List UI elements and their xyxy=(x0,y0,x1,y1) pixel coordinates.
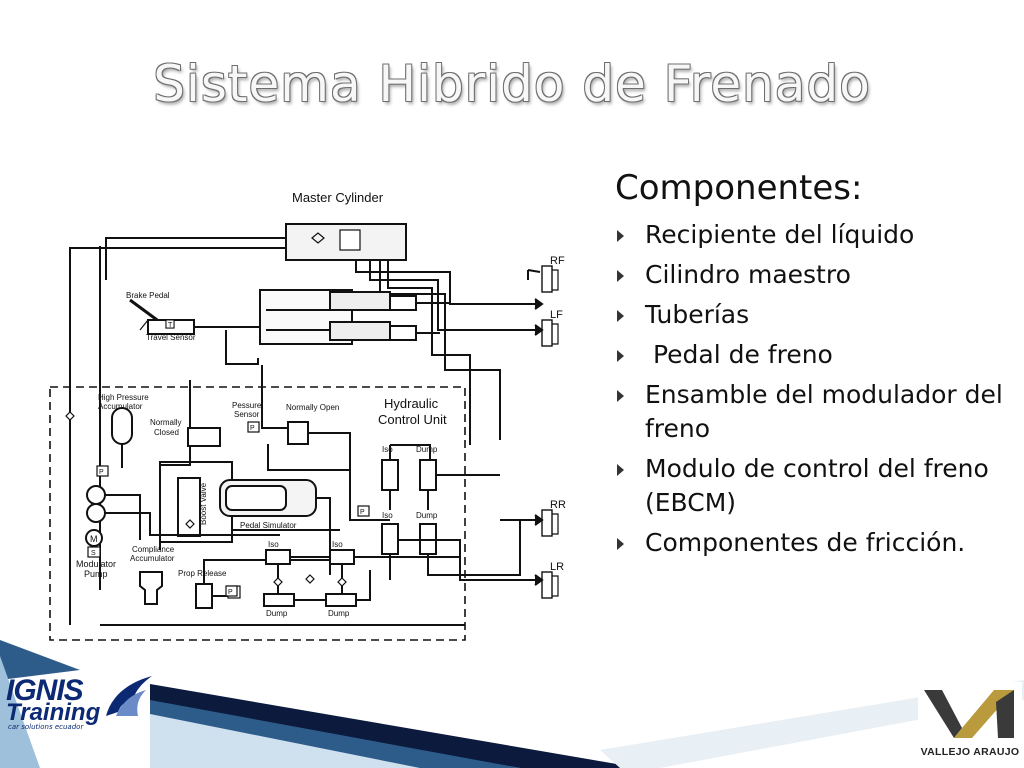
list-item: Tuberías xyxy=(615,298,1015,332)
list-item: Cilindro maestro xyxy=(615,258,1015,292)
brake-system-diagram: Master Cylinder Brake Pedal Travel Senso… xyxy=(49,190,566,641)
vallejo-araujo-text: VALLEJO ARAUJO xyxy=(920,746,1020,758)
label-motor-s: S xyxy=(91,550,96,557)
label-prop-release: Prop Release xyxy=(178,569,227,578)
vallejo-araujo-logo: VALLEJO ARAUJO xyxy=(918,680,1022,766)
label-iso-1: Iso xyxy=(382,445,393,454)
label-p-3: P xyxy=(360,509,365,516)
label-motor-m: M xyxy=(90,534,98,544)
label-rr: RR xyxy=(550,499,566,511)
label-lf: LF xyxy=(550,309,563,321)
va-monogram-icon xyxy=(918,682,1022,744)
label-dump-4: Dump xyxy=(328,609,350,618)
list-item: Recipiente del líquido xyxy=(615,218,1015,252)
bullet-arrow-icon xyxy=(617,270,624,282)
label-hydraulic: Hydraulic xyxy=(384,396,439,411)
label-lr: LR xyxy=(550,561,564,573)
bullet-arrow-icon xyxy=(617,310,624,322)
components-panel: Componentes: Recipiente del líquido Cili… xyxy=(615,168,1015,566)
components-heading: Componentes: xyxy=(615,168,863,208)
label-normally-open: Normally Open xyxy=(286,403,339,412)
list-item: Ensamble del modulador del freno xyxy=(615,378,1015,446)
label-travel-sensor-tag: T xyxy=(168,322,173,329)
label-travel-sensor: Travel Sensor xyxy=(146,333,196,342)
flame-swirl-icon xyxy=(106,676,152,716)
label-ca-2: Accumulator xyxy=(130,554,175,563)
list-item: Modulo de control del freno (EBCM) xyxy=(615,452,1015,520)
bullet-arrow-icon xyxy=(617,390,624,402)
label-boost-valve: Boost Valve xyxy=(199,482,208,525)
bullet-arrow-icon xyxy=(617,538,624,550)
logo-tagline: car solutions ecuador xyxy=(8,723,84,731)
bullet-arrow-icon xyxy=(617,464,624,476)
label-pump: Pump xyxy=(84,569,108,579)
label-nc-1: Normally xyxy=(150,418,182,427)
slide-title: Sistema Hibrido de Frenado xyxy=(153,55,871,113)
label-brake-pedal: Brake Pedal xyxy=(126,291,170,300)
label-pedal-simulator: Pedal Simulator xyxy=(240,521,297,530)
label-master-cylinder: Master Cylinder xyxy=(292,190,384,205)
label-iso-2: Iso xyxy=(382,511,393,520)
label-modulator: Modulator xyxy=(76,559,116,569)
label-p-1: P xyxy=(99,469,104,476)
logo-line-1: IGNIS xyxy=(6,674,84,707)
label-p-4: P xyxy=(228,589,233,596)
label-control-unit: Control Unit xyxy=(378,412,447,427)
label-dump-2: Dump xyxy=(416,511,438,520)
label-nc-2: Closed xyxy=(154,428,179,437)
ignis-training-logo: IGNIS Training car solutions ecuador xyxy=(6,672,156,732)
label-dump-1: Dump xyxy=(416,445,438,454)
label-hpa-1: High Pressure xyxy=(98,393,149,402)
list-item: Componentes de fricción. xyxy=(615,526,1015,560)
bullet-arrow-icon xyxy=(617,230,624,242)
label-rf: RF xyxy=(550,255,565,267)
logo-line-2: Training xyxy=(6,699,101,726)
label-ps-1: Pessure xyxy=(232,401,262,410)
label-p-2: P xyxy=(250,425,255,432)
label-hpa-2: Accumulator xyxy=(98,402,143,411)
label-dump-3: Dump xyxy=(266,609,288,618)
label-ps-2: Sensor xyxy=(234,410,260,419)
label-ca-1: Compliance xyxy=(132,545,175,554)
components-list: Recipiente del líquido Cilindro maestro … xyxy=(615,218,1015,560)
label-iso-4: Iso xyxy=(332,540,343,549)
bullet-arrow-icon xyxy=(617,350,624,362)
list-item: Pedal de freno xyxy=(615,338,1015,372)
label-iso-3: Iso xyxy=(268,540,279,549)
